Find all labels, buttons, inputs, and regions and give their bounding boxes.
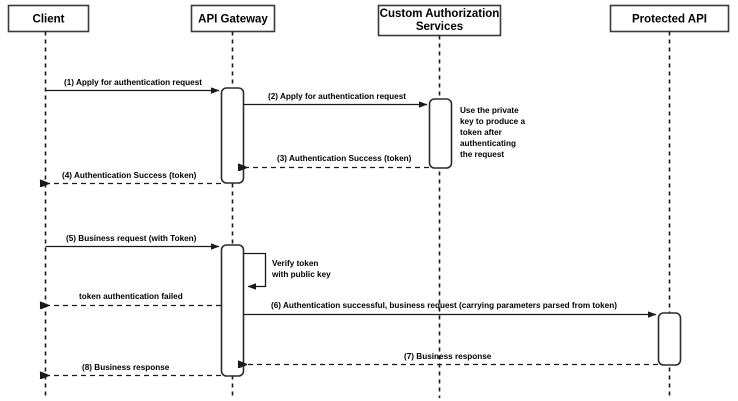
message-2-label: (2) Apply for authentication request	[268, 92, 406, 101]
note-private-key-line-2: key to produce a	[460, 117, 526, 126]
message-8[interactable]: (8) Business response	[48, 363, 221, 376]
message-6[interactable]: (6) Authentication successful, business …	[243, 301, 657, 318]
activation-protected-api	[657, 312, 682, 366]
participant-label-custom-authorization-services-line2: Services	[416, 21, 463, 33]
participant-label-protected-api: Protected API	[632, 14, 707, 26]
message-4[interactable]: (4) Authentication Success (token)	[48, 171, 221, 184]
note-private-key-line-5: the request	[460, 150, 504, 159]
message-5[interactable]: (5) Business request (with Token)	[45, 234, 220, 250]
note-verify-token-line-2: with public key	[271, 270, 331, 279]
participant-header-client[interactable]: Client	[7, 4, 90, 33]
participant-header-protected-api[interactable]: Protected API	[609, 4, 730, 33]
message-6-label: (6) Authentication successful, business …	[271, 301, 617, 310]
participant-header-api-gateway[interactable]: API Gateway	[190, 4, 276, 33]
self-call-verify-token[interactable]: Verify token with public key	[243, 252, 332, 290]
message-1[interactable]: (1) Apply for authentication request	[45, 78, 220, 94]
activation-api-gateway-business	[220, 244, 245, 377]
message-1-label: (1) Apply for authentication request	[64, 78, 202, 87]
activation-custom-authorization-services	[428, 98, 453, 169]
message-5-label: (5) Business request (with Token)	[66, 234, 197, 243]
participant-label-custom-authorization-services-line1: Custom Authorization	[380, 8, 500, 20]
participant-label-api-gateway: API Gateway	[198, 14, 268, 26]
message-8-label: (8) Business response	[82, 363, 170, 372]
note-private-key-line-1: Use the private	[460, 106, 519, 115]
message-4-label: (4) Authentication Success (token)	[62, 171, 197, 180]
message-7[interactable]: (7) Business response	[246, 352, 658, 365]
message-3-label: (3) Authentication Success (token)	[277, 154, 412, 163]
note-private-key-line-3: token after	[460, 128, 503, 137]
note-verify-token-line-1: Verify token	[272, 259, 318, 268]
note-private-key: Use the private key to produce a token a…	[460, 106, 526, 159]
activation-api-gateway-auth	[220, 87, 245, 184]
message-2[interactable]: (2) Apply for authentication request	[243, 92, 428, 108]
message-token-authentication-failed[interactable]: token authentication failed	[48, 292, 221, 306]
participant-header-custom-authorization-services[interactable]: Custom Authorization Services	[377, 4, 502, 37]
message-7-label: (7) Business response	[404, 352, 492, 361]
message-3[interactable]: (3) Authentication Success (token)	[246, 154, 429, 168]
participant-label-client: Client	[33, 14, 65, 26]
note-private-key-line-4: authenticating	[460, 139, 516, 148]
message-token-authentication-failed-label: token authentication failed	[79, 292, 183, 301]
